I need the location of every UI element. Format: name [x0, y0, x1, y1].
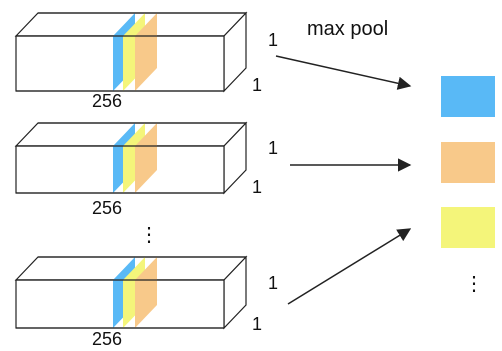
depth-label: 256 — [92, 91, 122, 111]
pool-arrow-1 — [275, 55, 412, 90]
depth-label: 256 — [92, 198, 122, 218]
feature-block-2: 256 1 1 — [14, 121, 278, 218]
width-label: 1 — [252, 75, 262, 95]
width-label: 1 — [252, 314, 262, 334]
feature-block-1: 256 1 1 — [14, 11, 278, 111]
pool-arrow-3 — [287, 228, 412, 305]
diagram-title: max pool — [307, 18, 388, 40]
pooled-output-blue — [441, 76, 495, 117]
depth-label: 256 — [92, 329, 122, 349]
blocks-ellipsis: ⋮ — [139, 224, 159, 246]
pooled-output-yellow — [441, 207, 495, 248]
channel-slice-orange — [135, 13, 157, 91]
channel-slice-orange — [135, 257, 157, 328]
width-label: 1 — [252, 177, 262, 197]
pooled-output-orange — [441, 142, 495, 183]
height-label: 1 — [268, 30, 278, 50]
outputs-ellipsis: ⋮ — [464, 273, 484, 295]
feature-block-3: 256 1 1 — [14, 255, 278, 349]
height-label: 1 — [268, 273, 278, 293]
channel-slice-orange — [135, 123, 157, 193]
height-label: 1 — [268, 138, 278, 158]
